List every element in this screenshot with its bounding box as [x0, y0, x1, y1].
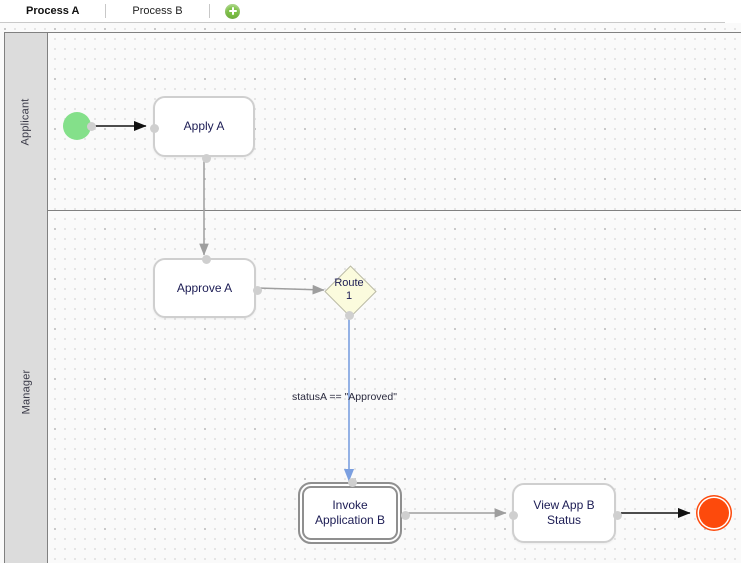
tab-process-a-label: Process A	[26, 5, 80, 17]
tab-strip: Process A Process B	[0, 0, 256, 22]
call-activity-invoke-application-b[interactable]: Invoke Application B	[298, 477, 410, 544]
connection-handle[interactable]	[149, 123, 159, 133]
flow-condition-label[interactable]: statusA == "Approved"	[292, 391, 397, 403]
connection-handle[interactable]	[347, 477, 357, 487]
task-apply-a-label: Apply A	[183, 119, 225, 133]
connection-handle[interactable]	[508, 510, 518, 520]
task-view-app-b-status-label: View App B Status	[527, 498, 600, 528]
lane-header-applicant[interactable]: Applicant	[5, 33, 48, 210]
flow-approve-a-to-route-1[interactable]	[256, 284, 325, 295]
process-pool: Applicant Manager	[4, 32, 741, 563]
connection-handle[interactable]	[86, 121, 96, 131]
tab-separator-2	[208, 4, 210, 18]
tab-separator-1	[105, 4, 107, 18]
connection-handle[interactable]	[201, 254, 211, 264]
connection-handle[interactable]	[344, 310, 354, 320]
lane-applicant[interactable]: Applicant	[5, 33, 741, 210]
connection-handle[interactable]	[252, 285, 262, 295]
connection-handle[interactable]	[201, 153, 211, 163]
call-activity-label-line1: Invoke	[332, 498, 368, 512]
task-apply-a[interactable]: Apply A	[149, 96, 255, 163]
task-approve-a[interactable]: Approve A	[153, 254, 262, 318]
gateway-diamond-shape	[323, 264, 377, 318]
lane-manager[interactable]: Manager	[5, 210, 741, 563]
flow-connector-layer	[93, 120, 691, 519]
gateway-route-1[interactable]: Route 1	[323, 264, 377, 320]
tab-bar: Process A Process B	[0, 0, 741, 23]
task-view-app-b-status-label-line2: Status	[546, 513, 582, 527]
lane-label-manager: Manager	[20, 369, 33, 414]
start-event[interactable]	[63, 112, 96, 140]
add-tab-button[interactable]	[210, 0, 256, 22]
connection-handle[interactable]	[612, 510, 622, 520]
tab-process-a[interactable]: Process A	[0, 0, 105, 22]
lane-label-applicant: Applicant	[20, 97, 32, 146]
tab-process-b-label: Process B	[132, 5, 183, 17]
end-event[interactable]	[699, 498, 729, 528]
task-view-app-b-status[interactable]: View App B Status	[508, 483, 622, 543]
call-activity-label: Invoke Application B	[309, 498, 391, 528]
tab-bar-divider	[0, 22, 725, 23]
call-activity-label-line2: Application B	[314, 513, 386, 527]
task-approve-a-label: Approve A	[176, 280, 233, 295]
connection-handle[interactable]	[400, 510, 410, 520]
diagram-canvas[interactable]: Applicant Manager	[0, 23, 741, 563]
lane-divider	[5, 210, 741, 211]
plus-icon	[225, 3, 241, 19]
lane-header-manager[interactable]: Manager	[5, 210, 48, 563]
task-view-app-b-status-label-line1: View App B	[533, 498, 595, 512]
tab-process-b[interactable]: Process B	[106, 0, 208, 22]
